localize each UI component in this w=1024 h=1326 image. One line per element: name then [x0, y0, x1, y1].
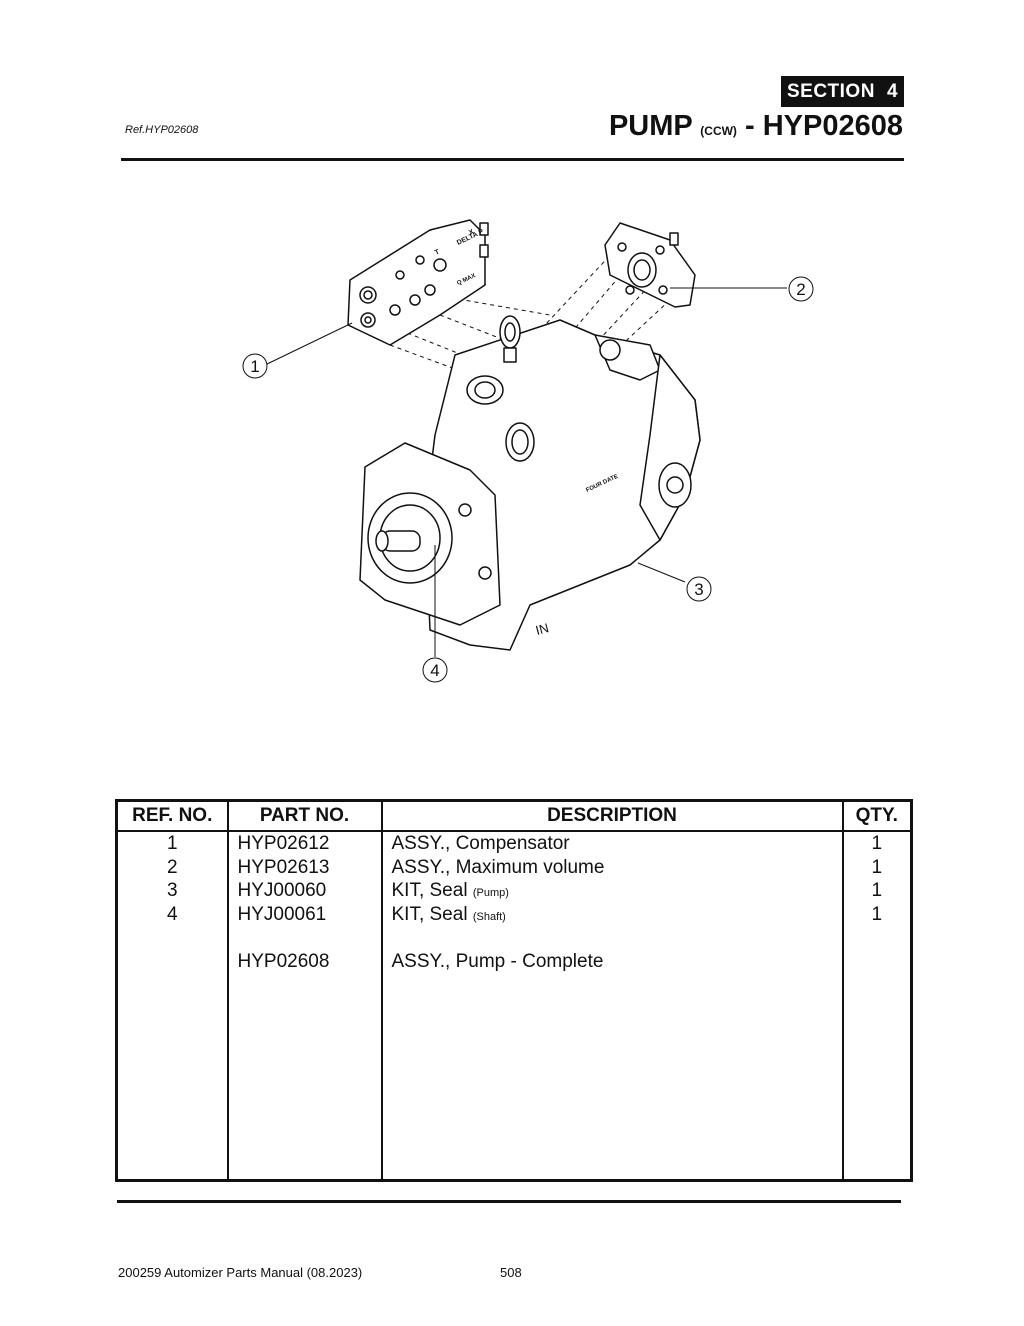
ref-cell: 2	[166, 856, 178, 878]
part-cell: HYJ00060	[237, 880, 327, 901]
table-body: 1 2 3 4 HYP02612 HYP02613 HYJ00060 HYJ00…	[115, 831, 913, 1181]
part-cell: HYP02613	[237, 856, 330, 878]
title-part-number: - HYP02608	[745, 110, 903, 142]
qty-column: 1 1 1 1	[841, 831, 913, 1181]
description-column: ASSY., Compensator ASSY., Maximum volume…	[380, 831, 844, 1181]
desc-qualifier: (Pump)	[472, 887, 509, 899]
desc-cell: ASSY., Maximum volume	[391, 856, 605, 878]
section-label: SECTION	[786, 80, 875, 102]
footer-manual: 200259 Automizer Parts Manual (08.2023)	[118, 1265, 363, 1280]
header-description: DESCRIPTION	[380, 799, 844, 832]
part-cell: HYJ00061	[237, 903, 327, 925]
title-rotation: (CCW)	[700, 124, 737, 138]
ref-cell: 4	[166, 903, 178, 925]
qty-cell: 1	[871, 880, 883, 901]
callout-3-text: 3	[694, 580, 703, 599]
callout-2	[788, 276, 814, 302]
table-header-row: REF. NO. PART NO. DESCRIPTION QTY.	[115, 799, 913, 832]
label-x: X	[468, 228, 475, 236]
callout-4	[422, 657, 448, 683]
header-ref-no: REF. NO.	[115, 799, 229, 832]
complete-desc-cell: ASSY., Pump - Complete	[391, 950, 604, 972]
label-t: T	[434, 248, 441, 256]
header-qty: QTY.	[841, 799, 913, 832]
desc-cell: KIT, Seal (Pump)	[392, 879, 842, 903]
header-rule	[121, 158, 904, 161]
footer-rule	[117, 1200, 901, 1203]
callout-1-text: 1	[250, 357, 259, 376]
ref-cell: 3	[166, 880, 178, 901]
callout-1	[242, 353, 268, 379]
desc-main: KIT, Seal	[391, 903, 468, 925]
exploded-pump-diagram: T DELTA P Q MAX X FOUR DATE IN 1 2 3 4	[242, 219, 814, 683]
complete-part-cell: HYP02608	[237, 950, 330, 972]
desc-cell: ASSY., Compensator	[391, 833, 570, 854]
parts-table: REF. NO. PART NO. DESCRIPTION QTY. 1 2 3…	[115, 799, 913, 1182]
callout-3	[686, 576, 712, 602]
desc-main: KIT, Seal	[391, 880, 468, 901]
callout-2-text: 2	[796, 280, 805, 299]
title-main: PUMP	[608, 110, 693, 142]
part-cell: HYP02612	[237, 833, 330, 854]
part-column: HYP02612 HYP02613 HYJ00060 HYJ00061 HYP0…	[226, 831, 383, 1181]
qty-cell: 1	[871, 856, 883, 878]
ref-cell: 1	[166, 833, 178, 854]
section-badge: SECTION 4	[781, 76, 904, 107]
section-number: 4	[886, 80, 899, 102]
label-in: IN	[534, 620, 550, 638]
footer-page-number: 508	[500, 1265, 522, 1280]
qty-cell: 1	[871, 833, 883, 854]
header-part-no: PART NO.	[226, 799, 383, 832]
callout-4-text: 4	[430, 661, 439, 680]
desc-cell: KIT, Seal (Shaft)	[392, 903, 842, 927]
desc-qualifier: (Shaft)	[472, 910, 506, 923]
reference-code: Ref.HYP02608	[125, 124, 199, 136]
qty-cell: 1	[871, 903, 883, 925]
page-title: PUMP (CCW) - HYP02608	[609, 110, 903, 143]
ref-column: 1 2 3 4	[115, 831, 229, 1181]
